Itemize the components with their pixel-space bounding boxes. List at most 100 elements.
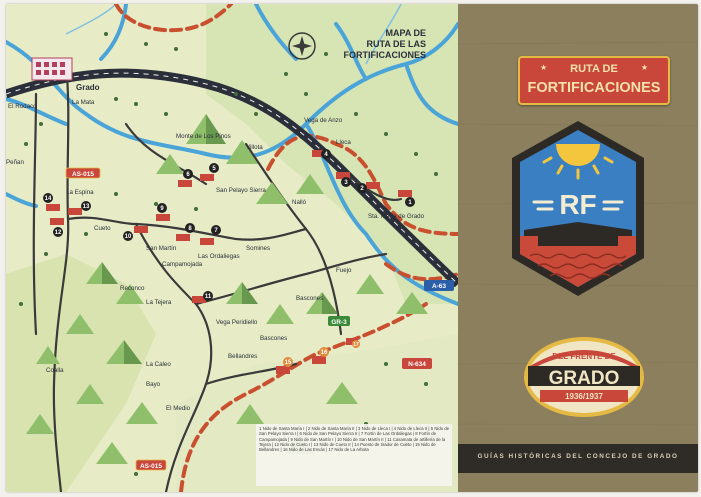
place-label: La Espina	[66, 189, 94, 196]
svg-text:14: 14	[45, 196, 52, 202]
svg-text:8: 8	[188, 226, 192, 232]
place-label: La Tejera	[146, 299, 172, 306]
legend-item: 15 Nido de Bellandres	[259, 441, 436, 453]
legend-item: 16 Nido de Las Envás	[282, 447, 325, 453]
legend-item: 17 Nido de La Arbota	[328, 447, 369, 453]
place-label: Lleca	[336, 139, 351, 146]
footer-band	[458, 444, 698, 473]
place-label: Vega Peridiello	[216, 319, 258, 326]
place-label: Grado	[76, 83, 100, 92]
place-label: Campamojada	[162, 261, 203, 268]
star-icon: ★	[540, 63, 548, 72]
oval-top-text: DEL FRENTE DE	[552, 352, 616, 361]
place-label: Cueto	[94, 225, 111, 232]
legend-item: 8 Fortín de Campamojada	[259, 431, 437, 442]
svg-text:15: 15	[285, 360, 292, 366]
legend-item: 9 Nido de San Martín I	[290, 436, 334, 442]
svg-text:A-63: A-63	[432, 283, 446, 290]
legend-item: 14 Puesto de tirador de Cueto	[354, 441, 412, 447]
map-title-line-3: FORTIFICACIONES	[344, 50, 427, 60]
site-marker[interactable]: 11	[192, 291, 213, 303]
svg-text:GR-3: GR-3	[331, 319, 347, 326]
grado-town-icon	[31, 57, 73, 81]
star-icon: ★	[640, 63, 648, 72]
cover-title-badge: ★ ★ RUTA DE FORTIFICACIONES	[518, 56, 670, 105]
legend-item: 10 Nido de San Martín II	[336, 436, 384, 442]
site-marker[interactable]: 5	[200, 163, 219, 181]
site-marker[interactable]: 3	[336, 172, 351, 187]
site-marker[interactable]: 15	[276, 357, 293, 374]
site-marker[interactable]: 13	[68, 201, 91, 215]
place-label: Las Ordaliegas	[198, 253, 240, 260]
site-marker[interactable]: 12	[50, 218, 64, 237]
site-marker[interactable]: 4	[312, 149, 331, 159]
svg-text:10: 10	[125, 234, 132, 240]
svg-text:17: 17	[353, 342, 359, 348]
place-label: Fuejo	[336, 267, 352, 274]
svg-text:16: 16	[321, 350, 328, 356]
legend-item: 13 Nido de Cueto II	[313, 441, 351, 447]
svg-text:6: 6	[186, 172, 190, 178]
site-marker[interactable]: 7	[200, 225, 221, 245]
legend-item: 12 Nido de Cueto I	[274, 441, 311, 447]
place-label: Coalla	[46, 367, 64, 374]
map-title-line-1: MAPA DE	[386, 28, 427, 38]
place-label: Somines	[246, 245, 270, 252]
svg-text:12: 12	[55, 230, 62, 236]
site-marker[interactable]: 10	[123, 226, 148, 241]
svg-text:5: 5	[212, 166, 216, 172]
legend-item: 1 Nido de Santa María I	[259, 426, 305, 431]
place-label: San Pelayo Sierra	[216, 187, 266, 194]
place-label: Villota	[246, 144, 263, 151]
place-label: Nalló	[292, 199, 307, 206]
compass-icon	[288, 32, 316, 60]
site-marker[interactable]: 9	[156, 203, 170, 221]
cover-title-line-2: FORTIFICACIONES	[527, 80, 661, 96]
site-marker[interactable]: 17	[346, 338, 360, 348]
place-label: Sta. María de Grado	[368, 213, 425, 220]
road-badge: A-63	[424, 280, 454, 291]
svg-text:3: 3	[344, 180, 348, 186]
site-marker[interactable]: 6	[178, 169, 193, 187]
svg-text:7: 7	[214, 228, 218, 234]
svg-text:N-634: N-634	[408, 361, 426, 368]
grado-oval-badge	[524, 337, 644, 417]
svg-text:11: 11	[205, 294, 212, 300]
site-marker[interactable]: 2	[357, 182, 380, 193]
svg-text:AS-015: AS-015	[140, 463, 162, 470]
place-label: El Rodaco	[8, 103, 37, 110]
site-marker[interactable]: 14	[43, 193, 60, 211]
rf-emblem-icon: RF	[512, 121, 644, 296]
legend: 1 Nido de Santa María I | 2 Nido de Sant…	[259, 426, 450, 453]
cover-title-line-1: RUTA DE	[570, 63, 618, 75]
road-badge: AS-015	[135, 459, 167, 471]
site-marker[interactable]: 1	[398, 190, 415, 207]
svg-text:9: 9	[160, 206, 164, 212]
site-marker[interactable]: 16	[312, 347, 329, 364]
place-label: Bascones	[296, 295, 323, 302]
legend-item: 2 Nido de Santa María II	[307, 426, 355, 431]
route-map: MAPA DE RUTA DE LAS FORTIFICACIONES Grad…	[6, 4, 462, 492]
place-label: Monte de Los Pinos	[176, 133, 231, 140]
legend-item: 6 Nido de San Pelayo Sierra II	[299, 431, 358, 437]
place-label: La Caleo	[146, 361, 171, 368]
place-label: Bellandres	[228, 353, 257, 360]
map-panel: MAPA DE RUTA DE LAS FORTIFICACIONES Grad…	[6, 4, 462, 492]
svg-text:4: 4	[324, 152, 328, 158]
legend-item: 11 Casamata de artillería de la Tejera	[259, 436, 446, 447]
site-marker[interactable]: 8	[176, 223, 195, 241]
place-labels: Grado El Rodaco La Mata Peñan La Espina …	[6, 83, 425, 412]
svg-text:1: 1	[408, 200, 412, 206]
place-label: El Medio	[166, 405, 191, 412]
oval-years-text: 1936/1937	[565, 392, 603, 401]
place-label: Peñan	[6, 159, 24, 166]
road-badge: AS-015	[65, 167, 101, 179]
svg-text:AS-015: AS-015	[72, 171, 94, 178]
svg-text:2: 2	[360, 186, 364, 192]
legend-item: 7 Fortín de Las Ordaliegas	[360, 431, 412, 437]
oval-main-text: GRADO	[549, 368, 620, 389]
emblem-letters: RF	[559, 189, 596, 220]
legend-item: 4 Nido de Lleca II	[393, 426, 428, 431]
legend-item: 3 Nido de Lleca I	[358, 426, 391, 431]
